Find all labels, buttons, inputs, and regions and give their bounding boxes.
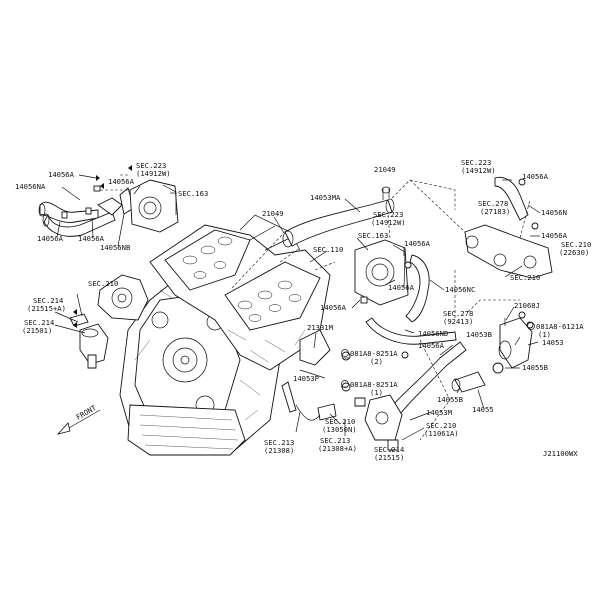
label-081A8-b-qty: (1) <box>370 388 383 397</box>
diagram-id: J21100WX <box>543 449 578 458</box>
engine-block <box>97 214 331 456</box>
label-14056NA: 14056NA <box>15 182 46 191</box>
label-sec223-b: SEC.223 <box>373 210 403 219</box>
left-housing <box>69 313 109 369</box>
label-14056A-e: 14056A <box>404 239 431 248</box>
label-sec278-b-part: (92413) <box>443 317 473 326</box>
label-sec223-c: SEC.223 <box>461 158 491 167</box>
dashed-leaders <box>100 179 531 441</box>
label-sec223-c-part: (14912W) <box>461 166 496 175</box>
label-14055B-b: 14055B <box>437 395 463 404</box>
label-14055B-a: 14055B <box>522 363 548 372</box>
label-14056A-j: 14056A <box>418 341 445 350</box>
label-14056A-d: 14056A <box>78 234 105 243</box>
label-sec213-a: SEC.213 <box>264 438 294 447</box>
label-081A8-b: 081A8-8251A <box>350 380 398 389</box>
label-sec278-a: SEC.278 <box>478 199 508 208</box>
label-14055: 14055 <box>472 405 494 414</box>
label-sec223-b-part: (14912W) <box>371 218 406 227</box>
label-14056A-i: 14056A <box>541 231 568 240</box>
label-14056NB: 14056NB <box>100 243 130 252</box>
label-14053P: 14053P <box>293 374 319 383</box>
label-sec213-b-part: (21308+A) <box>318 444 357 453</box>
label-sec214-b-part: (21501) <box>22 326 52 335</box>
label-sec210-e-part: (13050N) <box>322 425 357 434</box>
label-081A8-c-qty: (1) <box>538 330 551 339</box>
label-sec214-c: SEC.214 <box>374 445 404 454</box>
label-sec163-b: SEC.163 <box>358 231 388 240</box>
label-sec214-a-part: (21515+A) <box>27 304 66 313</box>
label-sec110: SEC.110 <box>313 245 343 254</box>
part-labels: 14056A 14056NA 14056A 14056A 14056A 1405… <box>15 158 591 462</box>
upper-left-hoses <box>38 174 179 237</box>
label-sec210-d: SEC.210 <box>426 421 456 430</box>
sec-arrows <box>73 165 132 328</box>
label-081A8-a-qty: (2) <box>370 357 383 366</box>
label-sec214-c-part: (21515) <box>374 453 404 462</box>
label-sec210-a-part: (22630) <box>559 248 589 257</box>
label-14056A-f: 14056A <box>388 283 415 292</box>
upper-radiator-hose <box>282 186 395 248</box>
front-arrow: FRONT <box>56 403 101 435</box>
label-sec278-b: SEC.278 <box>443 309 473 318</box>
label-14056A-c: 14056A <box>37 234 64 243</box>
leader-lines <box>54 174 541 453</box>
label-081A8-c: 081A8-6121A <box>536 322 584 331</box>
throttle-body-center <box>354 239 457 345</box>
label-sec223-a: SEC.223 <box>136 161 166 170</box>
label-sec210-a: SEC.210 <box>561 240 591 249</box>
label-14056A-b: 14056A <box>108 177 135 186</box>
label-21068J: 21068J <box>514 301 540 310</box>
label-sec214-a: SEC.214 <box>33 296 63 305</box>
label-sec210-c: SEC.210 <box>88 279 118 288</box>
label-14056NC: 14056NC <box>445 285 475 294</box>
bolt-markers <box>341 322 535 388</box>
label-sec214-b: SEC.214 <box>24 318 54 327</box>
label-14056N: 14056N <box>541 208 567 217</box>
label-sec213-b: SEC.213 <box>320 436 350 445</box>
label-21331M: 21331M <box>307 323 334 332</box>
label-sec210-b: SEC.210 <box>510 273 540 282</box>
label-14056A-g: 14056A <box>320 303 347 312</box>
label-21049-a: 21049 <box>374 165 396 174</box>
label-14056A-a: 14056A <box>48 170 75 179</box>
label-sec278-a-part: (27183) <box>480 207 510 216</box>
label-21049-b: 21049 <box>262 209 284 218</box>
right-outlet <box>451 176 553 393</box>
label-sec210-d-part: (11061A) <box>424 429 459 438</box>
label-14056A-h: 14056A <box>522 172 549 181</box>
label-14053MA: 14053MA <box>310 193 341 202</box>
label-sec210-e: SEC.210 <box>325 417 355 426</box>
label-sec223-a-part: (14912W) <box>136 169 171 178</box>
label-14053B: 14053B <box>466 330 492 339</box>
label-14056ND: 14056ND <box>418 329 448 338</box>
label-14053: 14053 <box>542 338 564 347</box>
front-label: FRONT <box>75 403 99 422</box>
label-081A8-a: 081A8-8251A <box>350 349 398 358</box>
label-14053M: 14053M <box>426 408 453 417</box>
label-sec163-a: SEC.163 <box>178 189 208 198</box>
label-sec213-a-part: (21308) <box>264 446 294 455</box>
